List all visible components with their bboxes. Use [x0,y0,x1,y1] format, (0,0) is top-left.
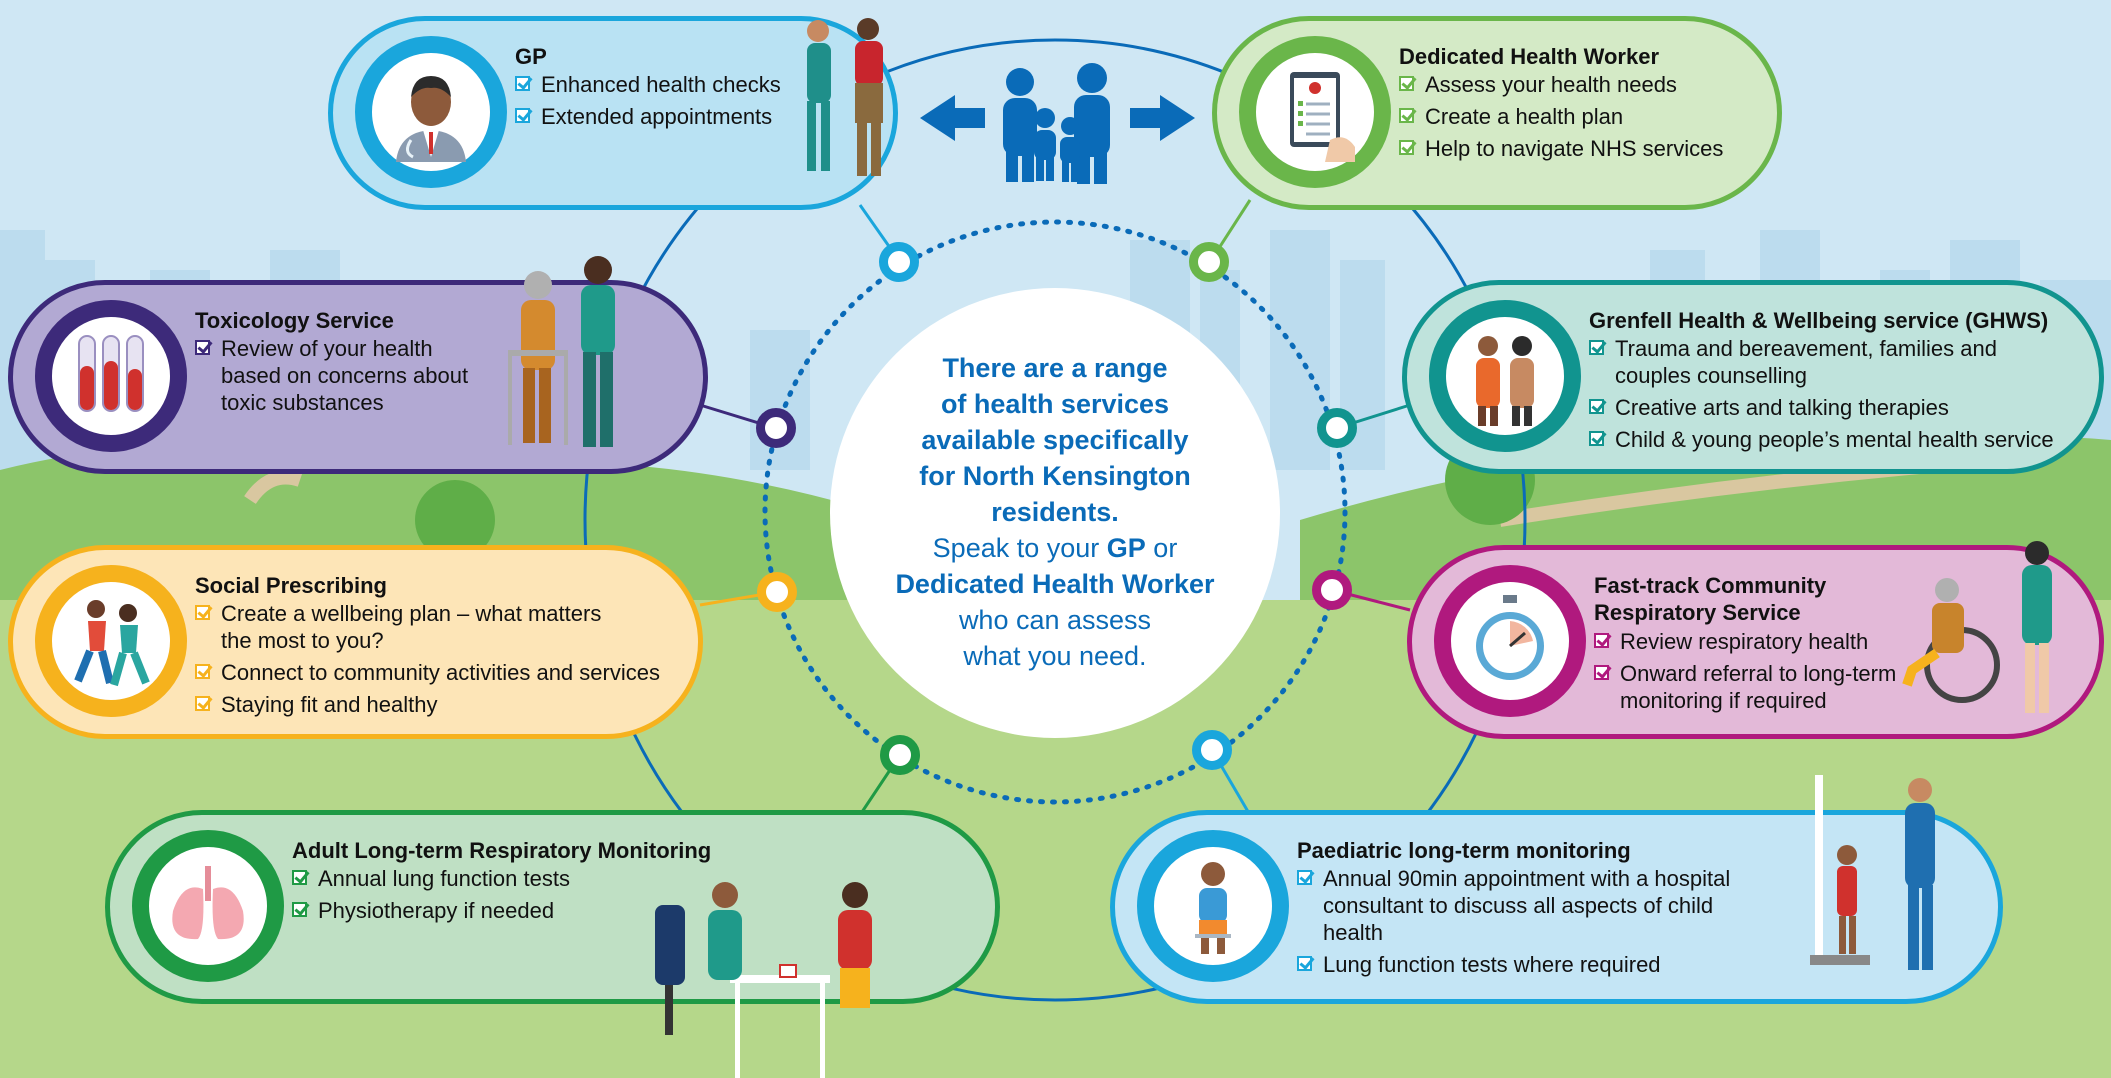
list-item: Staying fit and healthy [195,691,685,718]
dhw-connector-node [1189,242,1229,282]
dhw-items: Assess your health needs Create a health… [1399,71,1769,167]
lungs-icon [172,866,244,940]
tox-icon-ring [35,300,187,452]
list-item: Enhanced health checks [515,71,845,98]
list-item: based on concerns about [221,363,469,388]
list-item: Physiotherapy if needed [292,897,622,924]
doctor-icon [396,76,466,162]
paediatric-monitoring-card: Paediatric long-term monitoring Annual 9… [1110,775,2003,1004]
center-line: residents. [991,497,1119,527]
list-item: Assess your health needs [1399,71,1769,98]
child-icon [1195,862,1231,954]
wheelchair-illustration [1902,541,2052,713]
fast-title-line2: Respiratory Service [1594,600,1801,625]
list-item: Child & young people’s mental health ser… [1589,426,2069,453]
center-line: what you need. [963,641,1147,671]
adult-title: Adult Long-term Respiratory Monitoring [292,838,712,863]
social-prescribing-card: Social Prescribing Create a wellbeing pl… [8,545,703,739]
counselling-icon [1476,336,1534,426]
list-item: Review respiratory health [1594,628,1924,655]
social-connector-node [757,572,797,612]
list-item: Lung function tests where required [1297,951,1777,978]
list-item: Create a wellbeing plan – what matters [195,600,685,627]
paed-connector-node [1192,730,1232,770]
fast-track-respiratory-card: Fast-track Community Respiratory Service… [1407,541,2104,739]
list-item: Review of your health [195,335,495,362]
center-line: for North Kensington [919,461,1191,491]
center-circle [830,288,1280,738]
center-line: of health services [940,389,1170,419]
tox-items: Review of your health based on concerns … [195,335,495,421]
fast-items: Review respiratory health Onward referra… [1594,628,1924,719]
family-icon [920,63,1195,184]
list-item: monitoring if required [1620,688,1827,713]
adult-connector-node [880,735,920,775]
center-line: There are a range [942,353,1168,383]
list-item: Onward referral to long-term [1594,660,1924,687]
toxicology-service-card: Toxicology Service Review of your health… [8,256,708,474]
list-item: couples counselling [1615,363,1808,388]
social-items: Create a wellbeing plan – what matters t… [195,600,685,723]
dhw-title: Dedicated Health Worker [1399,44,1660,69]
paed-title: Paediatric long-term monitoring [1297,838,1631,863]
paed-items: Annual 90min appointment with a hospital… [1297,865,1777,983]
tox-connector-node [756,408,796,448]
social-title: Social Prescribing [195,573,387,598]
fast-icon-ring [1434,565,1586,717]
ghws-icon-ring [1429,300,1581,452]
gp-items: Enhanced health checks Extended appointm… [515,71,845,135]
height-measure-illustration [1810,775,1935,970]
adult-items: Annual lung function tests Physiotherapy… [292,865,622,929]
list-item: Annual 90min appointment with a hospital [1297,865,1777,892]
fast-title-line1: Fast-track Community [1594,573,1827,598]
list-item: Creative arts and talking therapies [1589,394,2069,421]
clipboard-icon [1290,72,1355,162]
tox-title: Toxicology Service [195,308,394,333]
dedicated-health-worker-card: Dedicated Health Worker Assess your heal… [1212,16,1782,210]
center-line: available specifically [921,425,1189,455]
paed-icon-ring [1137,830,1289,982]
list-item: Trauma and bereavement, families and [1589,335,2069,362]
ghws-items: Trauma and bereavement, families and cou… [1589,335,2069,458]
list-item: Help to navigate NHS services [1399,135,1769,162]
list-item: consultant to discuss all aspects of chi… [1323,893,1714,945]
dhw-icon-ring [1239,36,1391,188]
ghws-card: Grenfell Health & Wellbeing service (GHW… [1402,280,2104,474]
list-item: toxic substances [221,390,384,415]
ghws-connector-node [1317,408,1357,448]
fast-connector-node [1312,570,1352,610]
center-line: who can assess [958,605,1152,635]
gp-connector-node [879,242,919,282]
list-item: Create a health plan [1399,103,1769,130]
list-item: Connect to community activities and serv… [195,659,685,686]
carer-elderly-illustration [508,256,615,447]
social-icon-ring [35,565,187,717]
gp-card: GP Enhanced health checks Extended appoi… [328,16,898,210]
list-item: Extended appointments [515,103,845,130]
ghws-title: Grenfell Health & Wellbeing service (GHW… [1589,308,2049,333]
list-item: the most to you? [221,628,384,653]
doctor-patient-illustration [807,18,883,176]
list-item: Annual lung function tests [292,865,622,892]
stopwatch-icon [1476,595,1544,680]
lung-test-illustration [655,882,872,1078]
center-message: There are a range of health services ava… [855,350,1255,674]
gp-icon-ring [355,36,507,188]
gp-title: GP [515,44,547,69]
test-tubes-icon [78,335,144,412]
runners-icon [74,600,150,687]
center-line: Speak to your GP or [932,533,1178,563]
center-line: Dedicated Health Worker [895,569,1215,599]
adult-icon-ring [132,830,284,982]
